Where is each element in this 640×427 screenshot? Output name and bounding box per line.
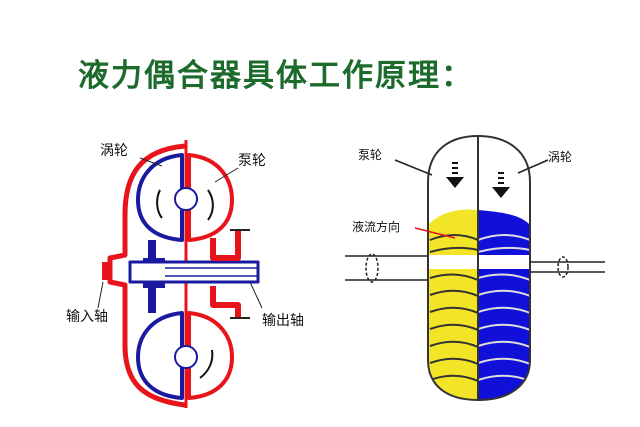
- coupling-capsule: [427, 134, 531, 402]
- label-flow-direction: 液流方向: [352, 220, 401, 234]
- turbine-top: [136, 153, 184, 242]
- label-output-shaft: 输出轴: [262, 313, 304, 329]
- label-turbine-left: 涡轮: [100, 143, 128, 159]
- pump-bottom: [187, 311, 234, 400]
- label-turbine-right: 涡轮: [548, 150, 573, 164]
- right-coupling-diagram: [345, 134, 605, 402]
- label-pump-left: 泵轮: [238, 153, 266, 169]
- turbine-bottom: [136, 311, 184, 400]
- left-coupling-diagram: [97, 140, 263, 408]
- down-arrow-icon: [446, 162, 510, 198]
- pump-top: [187, 153, 234, 242]
- label-input-shaft: 输入轴: [66, 309, 108, 325]
- page-title: 液力偶合器具体工作原理：: [78, 58, 474, 94]
- label-pump-right: 泵轮: [358, 148, 383, 162]
